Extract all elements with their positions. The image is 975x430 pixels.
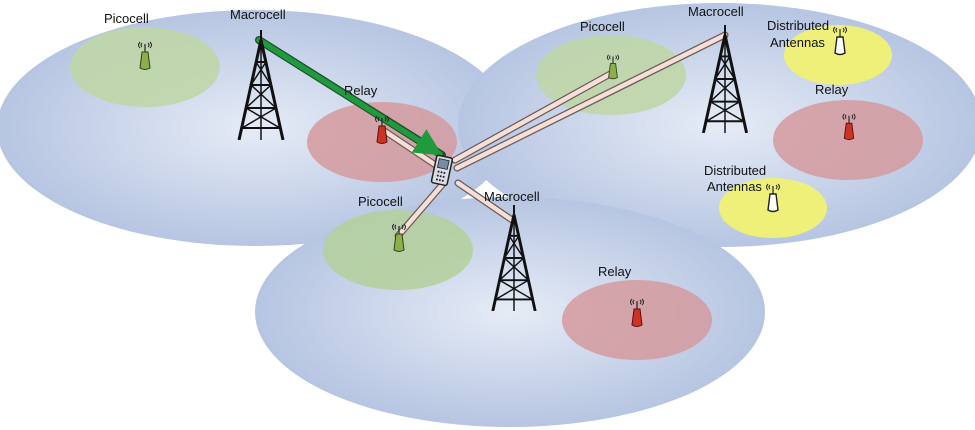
label-relay-bottom: Relay bbox=[598, 264, 632, 279]
mobile-phone-icon bbox=[430, 154, 454, 187]
label-distributed-top-1: Distributed bbox=[767, 18, 829, 33]
label-distributed-bottom-1: Distributed bbox=[704, 163, 766, 178]
das-zone-top bbox=[784, 25, 892, 85]
label-distributed-bottom-2: Antennas bbox=[707, 179, 762, 194]
label-picocell-left: Picocell bbox=[104, 11, 149, 26]
label-relay-left: Relay bbox=[344, 83, 378, 98]
label-picocell-right: Picocell bbox=[580, 19, 625, 34]
label-picocell-bottom: Picocell bbox=[358, 194, 403, 209]
label-macrocell-left: Macrocell bbox=[230, 7, 286, 22]
label-macrocell-right: Macrocell bbox=[688, 4, 744, 19]
label-macrocell-bottom: Macrocell bbox=[484, 189, 540, 204]
label-relay-right: Relay bbox=[815, 82, 849, 97]
label-distributed-top-2: Antennas bbox=[770, 35, 825, 50]
